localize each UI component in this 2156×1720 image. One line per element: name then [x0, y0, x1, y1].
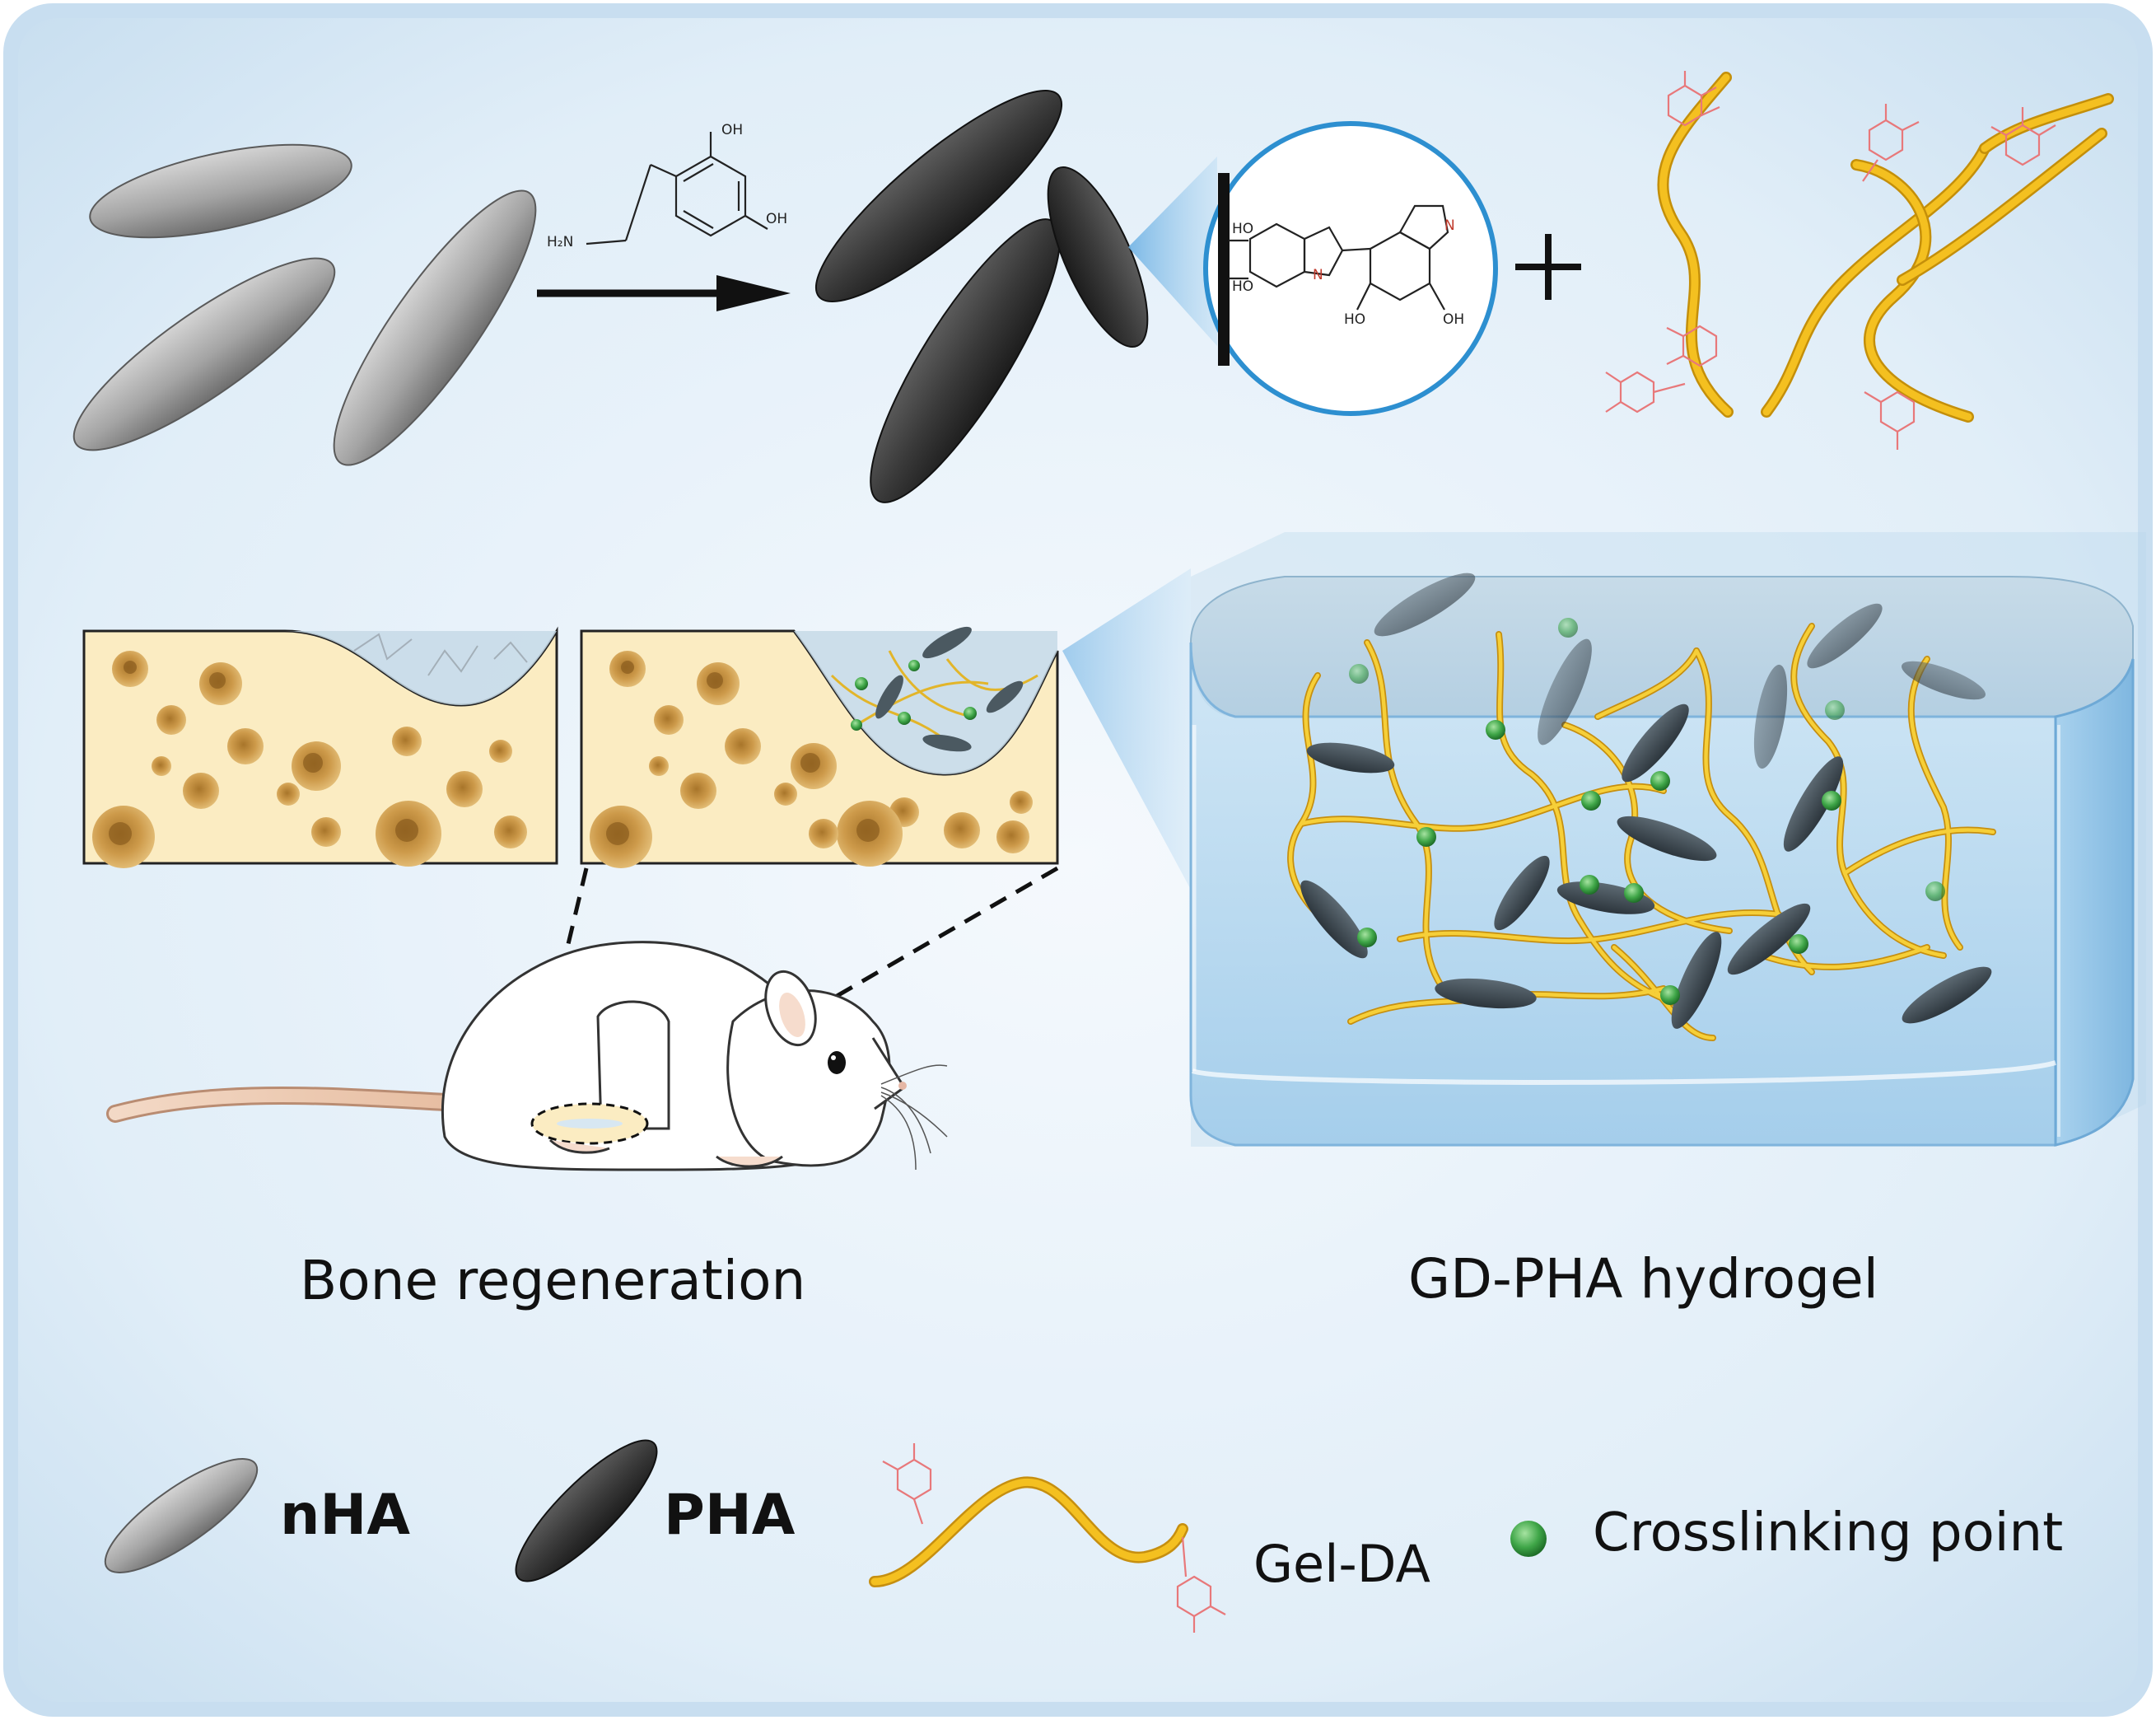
- pda-oh-right: OH: [1443, 311, 1465, 328]
- pda-ho-bottom: HO: [1232, 278, 1254, 295]
- legend-pha-icon: [515, 1439, 658, 1582]
- legend-crosslink-label: Crosslinking point: [1593, 1503, 2064, 1563]
- bone-panel-defect: [82, 626, 558, 868]
- plus-sign: [1515, 234, 1581, 300]
- legend-pha-label: PHA: [664, 1483, 796, 1548]
- catechol-groups: [1605, 71, 2056, 450]
- magnifier-circle: [1203, 121, 1498, 416]
- dopamine-structure: [586, 132, 768, 245]
- pda-n-right: N: [1444, 217, 1455, 234]
- legend-nha-label: nHA: [280, 1483, 410, 1548]
- pda-n-left: N: [1313, 267, 1323, 283]
- nha-particles: [72, 143, 537, 466]
- legend-nha-icon: [104, 1458, 259, 1573]
- gel-da-chains: [1657, 72, 2114, 423]
- caption-bone-regeneration: Bone regeneration: [300, 1249, 806, 1312]
- magnifier-beam: [1128, 157, 1217, 346]
- dopamine-oh-right: OH: [766, 211, 788, 227]
- mouse-illustration: [106, 941, 948, 1171]
- caption-gd-pha-hydrogel: GD-PHA hydrogel: [1408, 1247, 1879, 1311]
- pda-oh-left: HO: [1344, 311, 1366, 328]
- dopamine-nh2: H₂N: [547, 234, 574, 250]
- hydrogel-network: [1287, 623, 1996, 1041]
- legend-gel-da-label: Gel-DA: [1253, 1534, 1430, 1594]
- frame-background: [18, 18, 2138, 1702]
- bone-panel-filled: [580, 626, 1059, 868]
- zoom-beam: [1062, 568, 1191, 890]
- pha-particles: [814, 90, 1149, 503]
- hydrogel-crosslink-points: [1349, 618, 1945, 1005]
- legend-gel-da-icon: [869, 1443, 1226, 1633]
- dopamine-oh-top: OH: [721, 122, 744, 138]
- reaction-arrow: [537, 275, 791, 311]
- pda-ho-top: HO: [1232, 221, 1254, 237]
- legend-crosslink-icon: [1510, 1521, 1547, 1557]
